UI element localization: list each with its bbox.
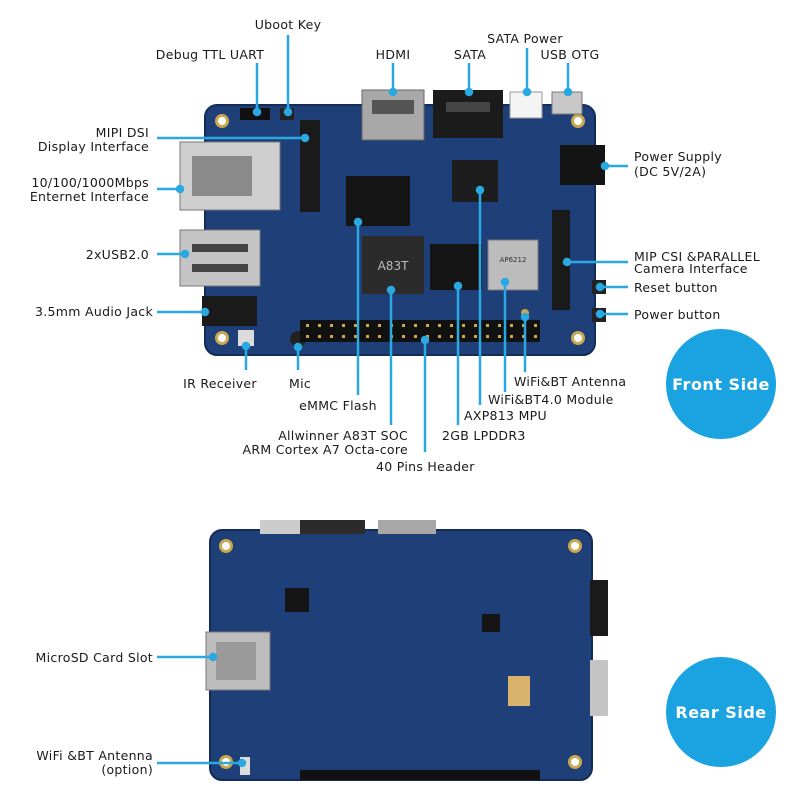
ir-receiver-part [238, 330, 254, 346]
rear-board [205, 520, 608, 781]
mipi-dsi-connector [300, 120, 320, 212]
label-ethernet-line2: Enternet Interface [29, 189, 149, 204]
emmc-chip [346, 176, 410, 226]
rear-side-badge: Rear Side [666, 657, 776, 767]
wifi-module-chip [487, 239, 539, 291]
camera-connector [552, 210, 570, 310]
label-debug-ttl-uart: Debug TTL UART [155, 47, 265, 62]
front-board: A83T AP6212 [179, 89, 606, 356]
front-side-badge: Front Side [666, 329, 776, 439]
label-soc-line1: Allwinner A83T SOC [278, 428, 408, 443]
sata-connector [433, 90, 503, 138]
label-pins-header: 40 Pins Header [376, 459, 475, 474]
label-sata-power: SATA Power [487, 31, 563, 46]
label-hdmi: HDMI [375, 47, 411, 62]
label-power-supply-line2: (DC 5V/2A) [634, 164, 707, 179]
label-mipi-dsi-line2: Display Interface [37, 139, 149, 154]
label-emmc-flash: eMMC Flash [299, 398, 377, 413]
label-usb-otg: USB OTG [540, 47, 600, 62]
label-ir-receiver: IR Receiver [183, 376, 257, 391]
front-pointers [157, 35, 628, 452]
label-usb2: 2xUSB2.0 [85, 247, 149, 262]
label-uboot-key: Uboot Key [254, 17, 322, 32]
label-mic: Mic [288, 376, 312, 391]
label-rear-antenna-line2: (option) [101, 762, 153, 777]
label-power-button: Power button [634, 307, 721, 322]
power-jack [560, 145, 605, 185]
label-soc-line2: ARM Cortex A7 Octa-core [242, 442, 408, 457]
hdmi-connector [361, 89, 425, 141]
soc-chip [362, 236, 424, 294]
label-wifi-antenna: WiFi&BT Antenna [514, 374, 627, 389]
soc-chip-text: A83T [378, 259, 409, 273]
wifi-chip-text: AP6212 [500, 256, 527, 264]
usb2-port [179, 229, 261, 287]
label-sata: SATA [453, 47, 487, 62]
label-mipi-dsi-line1: MIPI DSI [95, 125, 149, 140]
label-microsd: MicroSD Card Slot [35, 650, 153, 665]
axp813-chip [452, 160, 498, 202]
label-axp813: AXP813 MPU [464, 408, 547, 423]
label-wifi-module: WiFi&BT4.0 Module [488, 392, 614, 407]
audio-jack [202, 296, 257, 326]
label-power-supply-line1: Power Supply [634, 149, 722, 164]
label-rear-antenna-line1: WiFi &BT Antenna [36, 748, 153, 763]
label-lpddr3: 2GB LPDDR3 [442, 428, 526, 443]
rear-pointers [157, 652, 247, 768]
label-audio-jack: 3.5mm Audio Jack [35, 304, 153, 319]
label-reset-button: Reset button [634, 280, 718, 295]
label-camera-line1: MIP CSI &PARALLEL [634, 249, 760, 264]
label-camera-line2: Camera Interface [634, 261, 748, 276]
label-ethernet-line1: 10/100/1000Mbps [31, 175, 149, 190]
